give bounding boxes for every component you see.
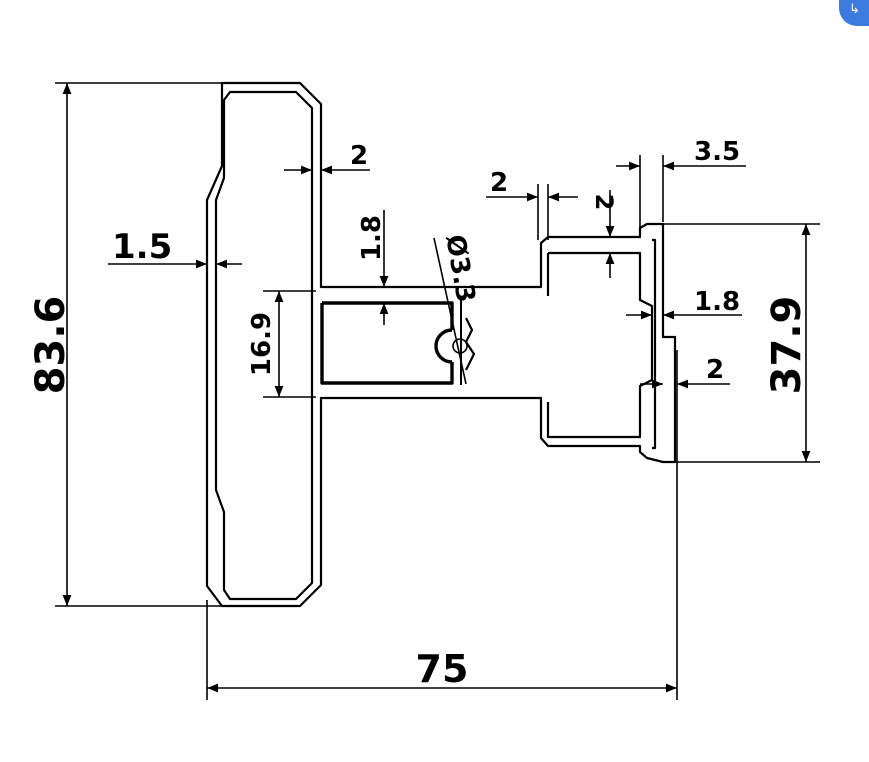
dim-channel-wall: 2 (490, 168, 508, 198)
dim-channel-height: 37.9 (764, 296, 810, 395)
dim-channel-end: 2 (706, 355, 724, 385)
dim-web-thickness: 1.8 (357, 215, 387, 261)
dim-lip: 3.5 (694, 137, 740, 167)
profile-outline (205, 81, 677, 608)
dim-total-height: 83.6 (28, 296, 74, 395)
dim-face-thickness: 1.5 (112, 227, 172, 267)
dim-tube-height: 16.9 (247, 312, 277, 376)
dim-total-width: 75 (416, 647, 469, 691)
dimension-lines (55, 82, 820, 700)
dim-wall-top: 2 (350, 141, 368, 171)
dim-channel-side: 1.8 (694, 287, 740, 317)
dim-screw-port: Ø3.3 (439, 232, 480, 304)
dim-channel-gap: 2 (590, 194, 618, 211)
